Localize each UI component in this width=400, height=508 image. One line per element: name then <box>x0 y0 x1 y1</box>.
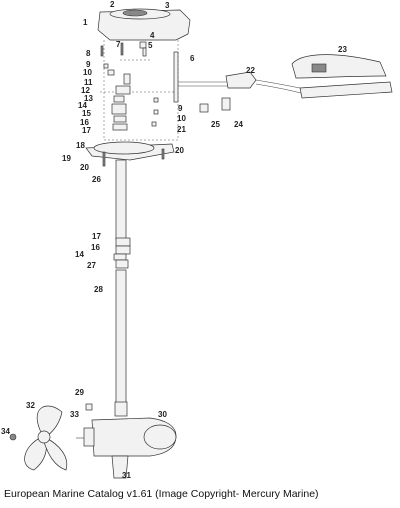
part-number: 12 <box>81 86 90 95</box>
part-number: 13 <box>84 94 93 103</box>
motor-shaft <box>113 159 131 417</box>
tilt-rod <box>173 51 179 103</box>
small-hardware <box>100 41 159 131</box>
part-number: 19 <box>62 154 71 163</box>
part-number: 28 <box>94 285 103 294</box>
part-number: 24 <box>234 120 243 129</box>
part-number: 1 <box>83 18 88 27</box>
part-number: 7 <box>116 40 121 49</box>
part-number: 30 <box>158 410 167 419</box>
motor-head-cover <box>97 8 191 41</box>
part-number: 34 <box>1 427 10 436</box>
part-number: 27 <box>87 261 96 270</box>
propeller <box>9 405 68 471</box>
part-number: 32 <box>26 401 35 410</box>
part-number: 2 <box>110 0 115 9</box>
part-number: 16 <box>80 118 89 127</box>
part-number: 9 <box>86 60 91 69</box>
part-number: 8 <box>86 49 91 58</box>
part-number: 20 <box>80 163 89 172</box>
part-number: 14 <box>78 101 87 110</box>
part-number: 6 <box>190 54 195 63</box>
part-number: 5 <box>148 41 153 50</box>
image-caption: European Marine Catalog v1.61 (Image Cop… <box>4 488 319 500</box>
part-number: 25 <box>211 120 220 129</box>
lower-unit <box>76 403 177 479</box>
part-number: 10 <box>83 68 92 77</box>
part-number: 9 <box>178 104 183 113</box>
part-number: 29 <box>75 388 84 397</box>
base-collar <box>85 141 175 167</box>
part-number: 18 <box>76 141 85 150</box>
assembly-guide-lines <box>100 40 179 141</box>
part-number: 3 <box>165 1 170 10</box>
part-number: 20 <box>175 146 184 155</box>
part-number: 21 <box>177 125 186 134</box>
part-number: 4 <box>150 31 155 40</box>
part-number: 26 <box>92 175 101 184</box>
part-number: 23 <box>338 45 347 54</box>
part-number: 22 <box>246 66 255 75</box>
part-number: 15 <box>82 109 91 118</box>
part-number: 31 <box>122 471 131 480</box>
part-number: 14 <box>75 250 84 259</box>
part-number: 33 <box>70 410 79 419</box>
part-number: 17 <box>82 126 91 135</box>
part-number: 11 <box>84 78 93 87</box>
part-number: 10 <box>177 114 186 123</box>
foot-pedal-assembly <box>178 54 393 113</box>
part-number: 16 <box>91 243 100 252</box>
part-number: 17 <box>92 232 101 241</box>
